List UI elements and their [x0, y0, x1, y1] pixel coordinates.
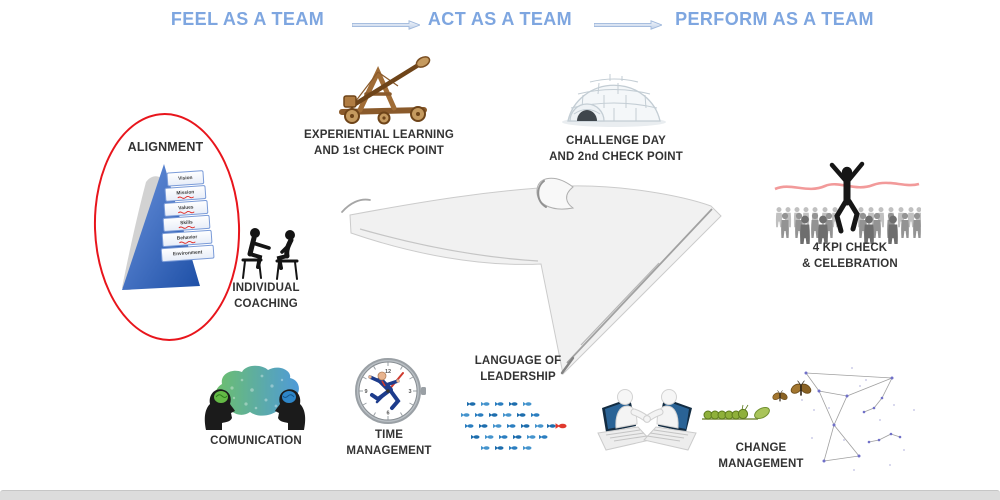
experiential-learning-label: EXPERIENTIAL LEARNING AND 1st CHECK POIN…	[294, 128, 464, 159]
pyramid-level-label: Skills	[180, 219, 193, 226]
alignment-pyramid-illustration: Vision Mission Values Skills Behavior En…	[122, 164, 215, 291]
clock-numeral-6: 6	[386, 411, 389, 417]
challenge-day-label: CHALLENGE DAY AND 2nd CHECK POINT	[535, 134, 697, 165]
cocoon-leaf	[754, 406, 770, 420]
brain-communication-illustration	[204, 365, 306, 430]
left-head-silhouette	[204, 389, 235, 430]
finish-line-crowd-illustration	[774, 161, 921, 244]
pyramid-level-label: Vision	[178, 175, 193, 182]
catapult-illustration	[339, 56, 431, 125]
challenge-day-line2: AND 2nd CHECK POINT	[549, 150, 683, 163]
handshake-laptops-illustration	[597, 389, 697, 451]
igloo-illustration	[562, 74, 666, 127]
language-of-leadership-label: LANGUAGE OF LEADERSHIP	[447, 354, 589, 385]
winner-silhouette	[829, 161, 865, 234]
time-management-line2: MANAGEMENT	[346, 444, 432, 457]
fish-school-illustration	[461, 401, 567, 451]
individual-coaching-line2: COACHING	[234, 297, 298, 310]
experiential-learning-line2: AND 1st CHECK POINT	[313, 144, 444, 157]
clock-numeral-3: 3	[408, 389, 411, 395]
clock-numeral-12: 12	[385, 369, 391, 375]
pyramid-level-label: Values	[178, 204, 194, 211]
alignment-label: ALIGNMENT	[127, 140, 204, 154]
kpi-check-line2: & CELEBRATION	[802, 257, 898, 270]
experiential-learning-line1: EXPERIENTIAL LEARNING	[304, 129, 454, 141]
running-man	[368, 371, 401, 410]
constellation-illustration	[801, 367, 915, 471]
time-management-line1: TIME	[374, 429, 404, 441]
clock-numeral-9: 9	[364, 389, 367, 395]
coaching-pictogram	[241, 228, 299, 280]
caterpillar-butterfly-illustration	[702, 380, 814, 420]
red-squiggle-marks	[177, 196, 196, 244]
individual-coaching-line1: INDIVIDUAL	[232, 282, 300, 294]
phase-perform-label: PERFORM AS A TEAM	[675, 9, 874, 29]
challenge-day-line1: CHALLENGE DAY	[566, 135, 666, 147]
change-management-label: CHANGE MANAGEMENT	[690, 441, 832, 472]
pyramid-level-label: Behavior	[177, 234, 198, 241]
kpi-check-label: 4 KPI CHECK & CELEBRATION	[775, 241, 925, 272]
comunication-label: COMUNICATION	[186, 434, 326, 450]
comunication-line1: COMUNICATION	[210, 435, 302, 447]
flow-arrow-icon	[352, 20, 420, 30]
caterpillar	[703, 408, 749, 420]
phase-act-label: ACT AS A TEAM	[427, 9, 573, 29]
flow-arrow-icon	[594, 20, 662, 30]
pyramid-level-label: Mission	[176, 189, 194, 196]
time-management-label: TIME MANAGEMENT	[318, 428, 460, 459]
slide-bottom-bar	[0, 490, 1000, 500]
language-of-leadership-line1: LANGUAGE OF	[474, 355, 562, 367]
pyramid-bars	[160, 170, 215, 263]
leader-fish	[555, 423, 567, 429]
change-management-line1: CHANGE	[735, 442, 787, 454]
individual-coaching-label: INDIVIDUAL COACHING	[196, 281, 336, 312]
pyramid-level-label: Environment	[173, 249, 203, 257]
phase-feel-label: FEEL AS A TEAM	[170, 9, 325, 29]
sketch-arrow-icon	[341, 177, 722, 376]
handshake-hands	[643, 415, 651, 423]
right-head-silhouette	[275, 389, 306, 430]
clock-runner-illustration: 12 3 6 9	[355, 358, 426, 424]
language-of-leadership-line2: LEADERSHIP	[480, 370, 556, 383]
change-management-line2: MANAGEMENT	[718, 457, 804, 470]
kpi-check-line1: 4 KPI CHECK	[812, 242, 888, 254]
